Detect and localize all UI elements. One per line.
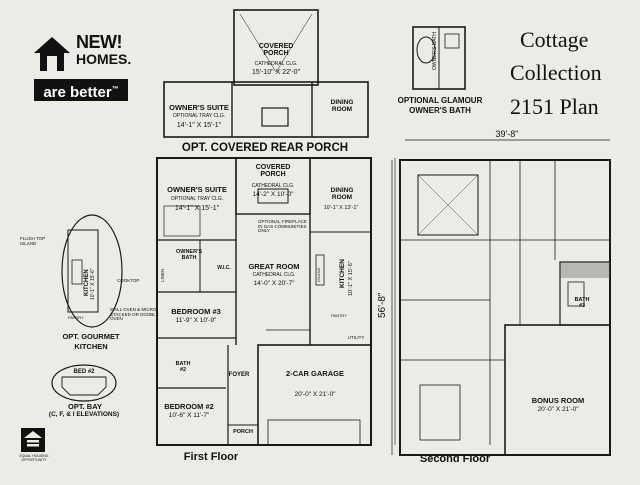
plan-name: 2151 Plan bbox=[510, 94, 599, 119]
rear-porch-dims: 15'-10" X 22'-0" bbox=[251, 69, 301, 76]
ff-island: ISLAND bbox=[316, 267, 321, 282]
bay-caption-1: OPT. BAY bbox=[68, 402, 102, 411]
logo-new-text: NEW! bbox=[76, 32, 123, 52]
logo-trademark: ™ bbox=[111, 86, 119, 93]
ff-kitchen-dims: 10'-1" X 15'-6" bbox=[348, 261, 354, 296]
rear-porch-ceiling: CATHEDRAL CLG. bbox=[254, 61, 298, 67]
gk-ovens-note: WALL OVEN & MICRO STACKED OR DOUBLE OVEN bbox=[110, 307, 159, 322]
logo-tagline-text: are better bbox=[43, 84, 112, 101]
ff-bath2: BATH #2 bbox=[175, 361, 191, 373]
bay-caption-2: (C, F, & I ELEVATIONS) bbox=[48, 411, 120, 418]
ff-owners-bath: OWNER'S BATH bbox=[175, 249, 203, 261]
ff-pantry: PANTRY bbox=[331, 313, 347, 318]
ff-covered-porch-ceiling: CATHEDRAL CLG. bbox=[251, 183, 295, 189]
gk-cooktop: COOKTOP bbox=[117, 278, 140, 283]
ff-depth-dimension: 56'-8" bbox=[377, 292, 388, 318]
new-homes-logo: NEW! HOMES. are better™ bbox=[32, 30, 136, 106]
ff-linen: LINEN bbox=[160, 268, 165, 282]
ff-porch: PORCH bbox=[233, 429, 253, 435]
gk-kitchen-dims: 10'-1" X 15'-6" bbox=[90, 268, 96, 300]
ff-dining-dims: 10'-1" X 13'-1" bbox=[323, 205, 359, 211]
ff-bedroom3: BEDROOM #3 bbox=[171, 307, 221, 316]
ff-owners-suite-ceiling: OPTIONAL TRAY CLG. bbox=[170, 196, 224, 202]
glamour-bath-room-label: OWNER'S BATH bbox=[432, 32, 438, 70]
ff-dining: DINING ROOM bbox=[330, 187, 354, 201]
collection-title-line2: Collection bbox=[510, 60, 602, 85]
ff-great-room-dims: 14'-0" X 20'-7" bbox=[253, 280, 295, 287]
rear-porch-covered-porch: COVERED PORCH bbox=[258, 43, 294, 58]
ff-owners-suite-dims: 14'-1" X 15'-1" bbox=[174, 205, 220, 212]
ff-great-room-ceiling: CATHEDRAL CLG. bbox=[252, 272, 296, 278]
ff-foyer: FOYER bbox=[228, 372, 250, 378]
logo-homes-text: HOMES. bbox=[76, 51, 132, 67]
ff-bedroom2-dims: 10'-6" X 11'-7" bbox=[168, 412, 210, 419]
house-logo-icon bbox=[32, 34, 72, 74]
glamour-bath-caption-1: OPTIONAL GLAMOUR bbox=[397, 96, 483, 105]
ff-covered-porch: COVERED PORCH bbox=[255, 164, 291, 179]
gk-pantry: PANTRY bbox=[68, 315, 84, 320]
bay-room: BED #2 bbox=[73, 369, 95, 375]
ff-great-room: GREAT ROOM bbox=[248, 262, 300, 271]
ff-wic: W.I.C. bbox=[217, 265, 231, 271]
gk-caption-1: OPT. GOURMET bbox=[62, 332, 120, 341]
rear-dining: DINING ROOM bbox=[330, 99, 354, 113]
sf-width-dimension: 39'-8" bbox=[495, 129, 519, 139]
sf-bonus-room: BONUS ROOM bbox=[531, 396, 585, 405]
rear-owners-suite-dims: 14'-1" X 15'-1" bbox=[176, 122, 222, 129]
equal-housing-icon bbox=[21, 428, 45, 452]
ff-kitchen: KITCHEN bbox=[339, 259, 346, 288]
ff-covered-porch-dims: 14'-2" X 10'-0" bbox=[252, 191, 294, 198]
collection-title-line1: Cottage bbox=[520, 27, 589, 52]
ff-garage: 2-CAR GARAGE bbox=[286, 369, 344, 378]
rear-owners-suite: OWNER'S SUITE bbox=[169, 103, 229, 112]
gk-caption-2: KITCHEN bbox=[74, 342, 108, 351]
ff-fireplace-note: OPTIONAL FIREPLACE IN GAS COMMUNITIES ON… bbox=[258, 219, 307, 234]
ff-bedroom2: BEDROOM #2 bbox=[164, 402, 214, 411]
first-floor-caption: First Floor bbox=[183, 451, 239, 463]
ff-garage-dims: 20'-0" X 21'-0" bbox=[294, 391, 336, 398]
ff-owners-suite: OWNER'S SUITE bbox=[167, 185, 227, 194]
second-floor-caption: Second Floor bbox=[419, 453, 491, 465]
sf-bonus-room-dims: 20'-0" X 21'-0" bbox=[537, 406, 579, 413]
equal-housing-text: EQUAL HOUSING OPPORTUNITY bbox=[19, 454, 49, 462]
logo-tagline: are better™ bbox=[34, 79, 128, 101]
gk-flush-top-island: FLUSH TOP ISLAND bbox=[20, 236, 46, 246]
ff-utility: UTILITY bbox=[347, 335, 365, 340]
rear-owners-suite-ceiling: OPTIONAL TRAY CLG. bbox=[172, 113, 226, 119]
glamour-bath-caption-2: OWNER'S BATH bbox=[409, 106, 471, 115]
sf-bath3: BATH #3 bbox=[574, 297, 590, 309]
rear-porch-option-title: OPT. COVERED REAR PORCH bbox=[181, 142, 349, 154]
ff-bedroom3-dims: 11'-9" X 10'-9" bbox=[175, 317, 217, 324]
